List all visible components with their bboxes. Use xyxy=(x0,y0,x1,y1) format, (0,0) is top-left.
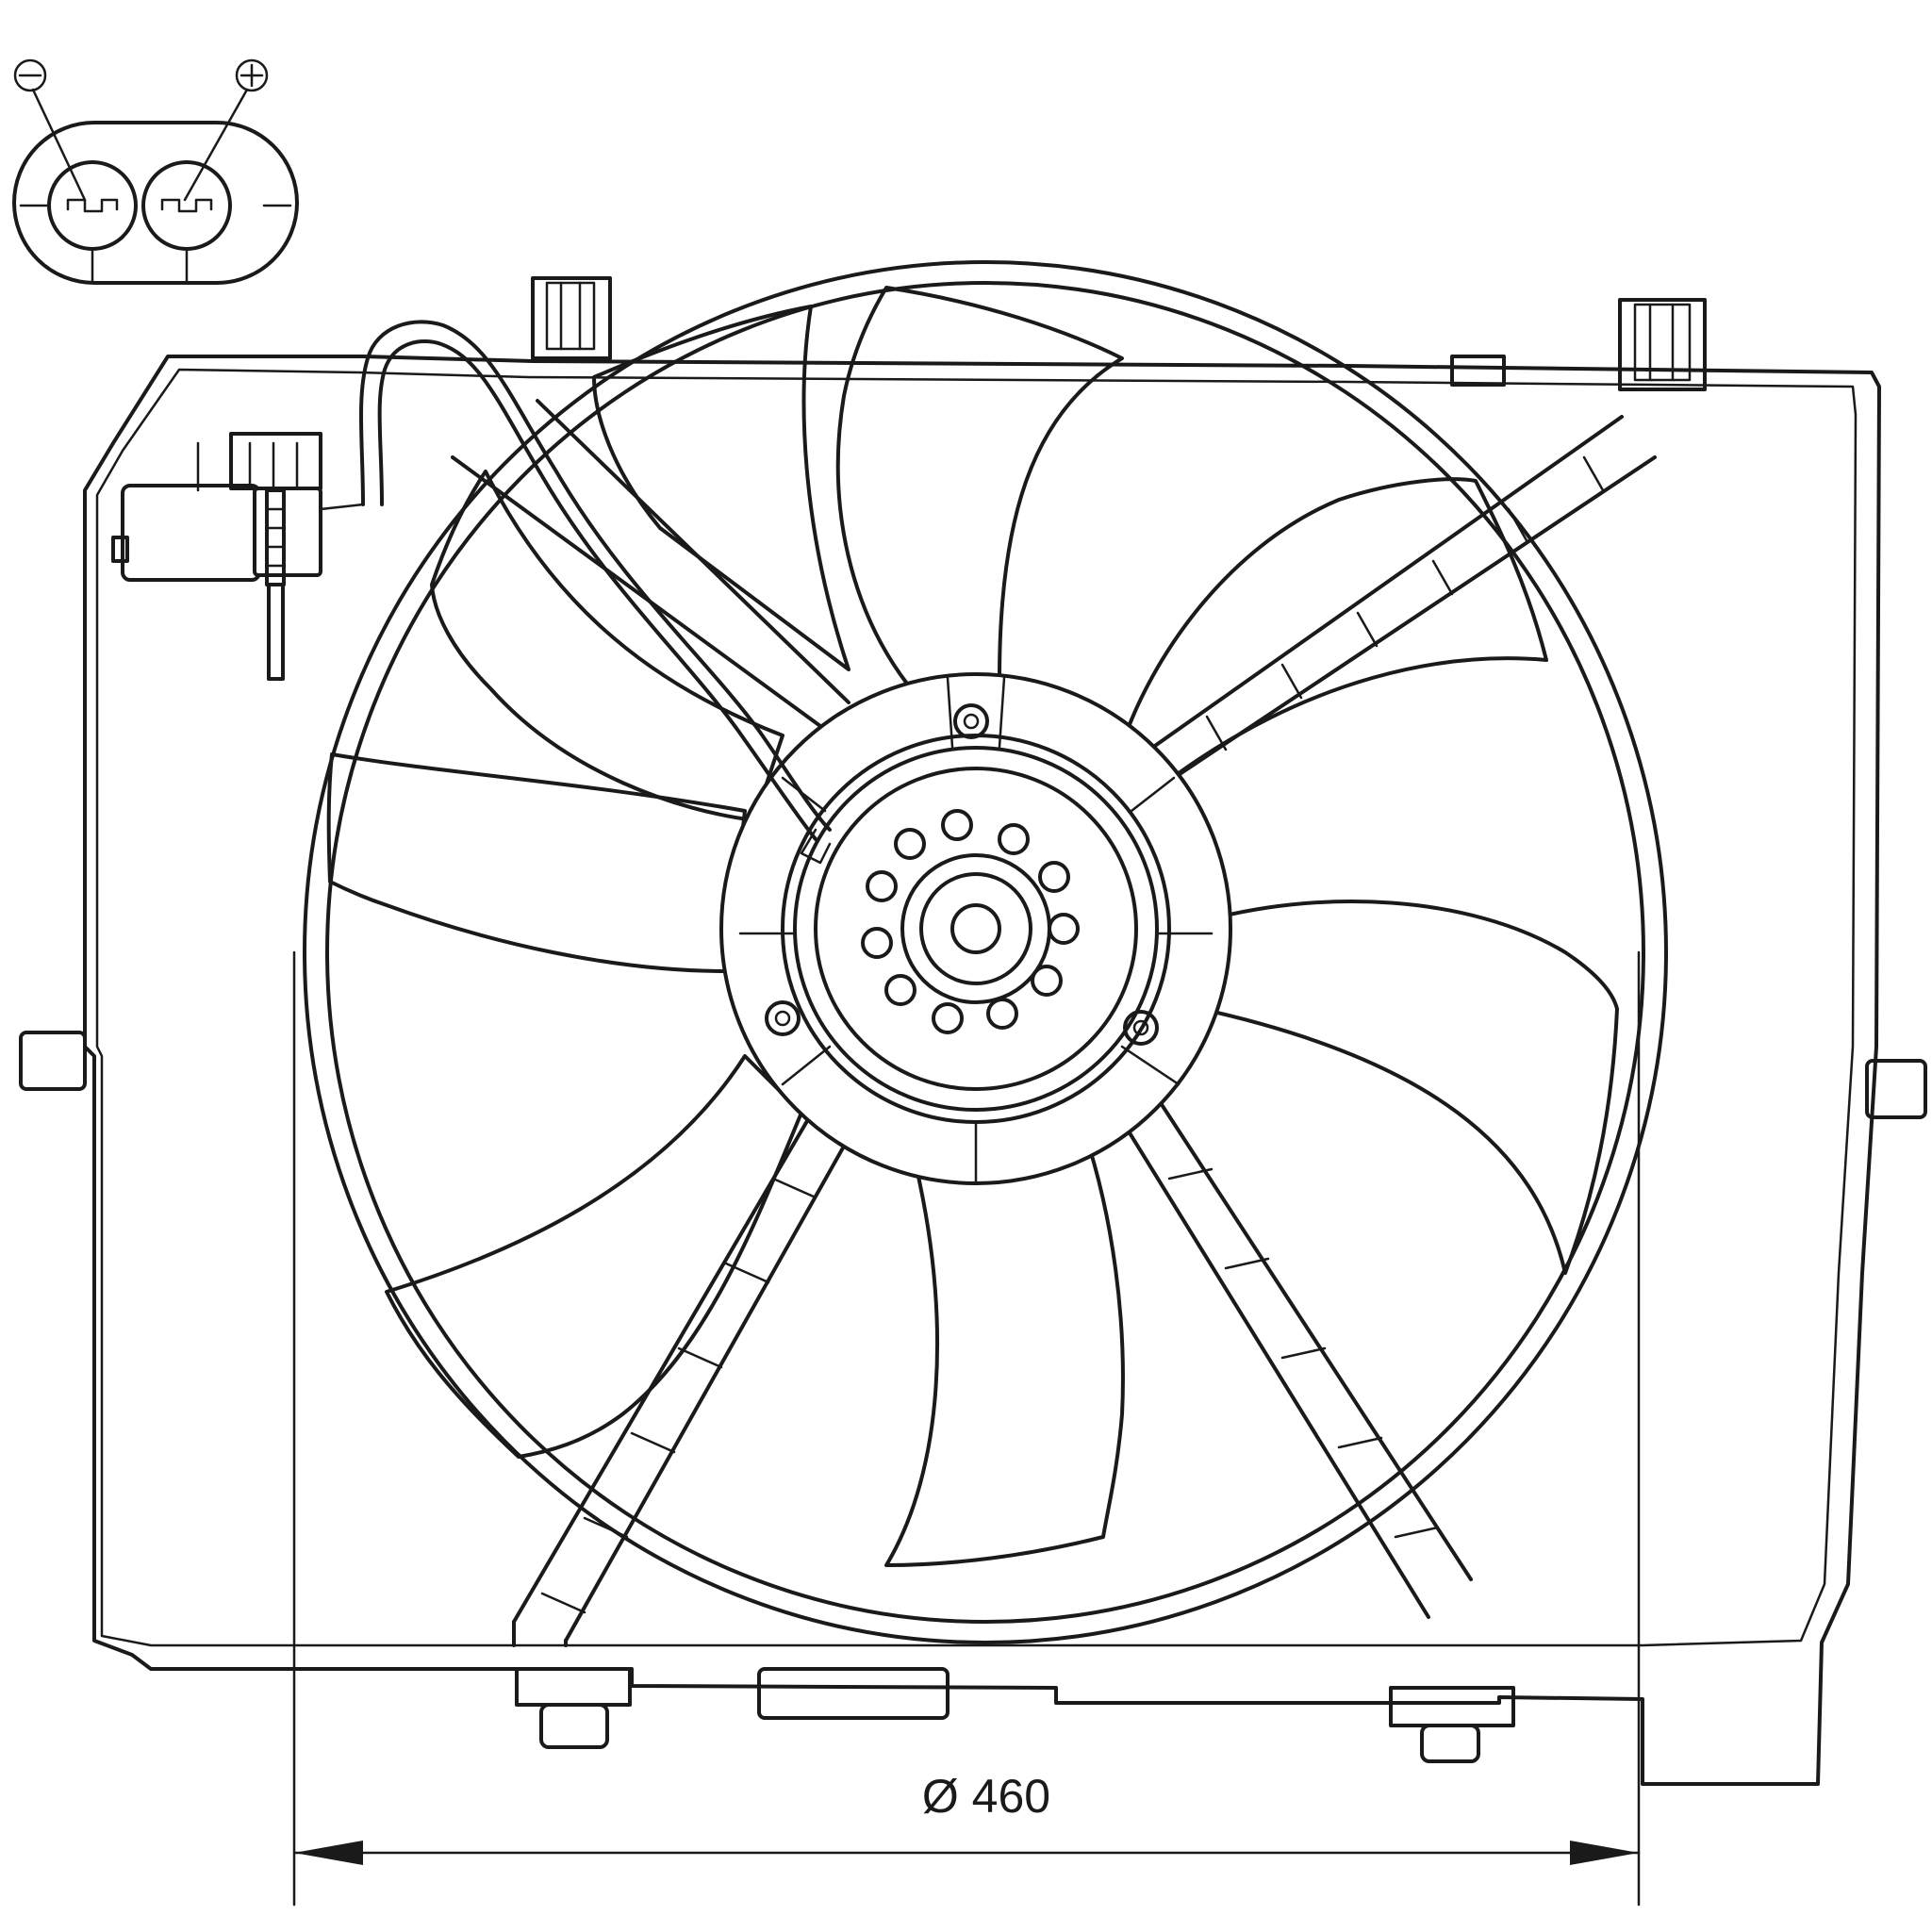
bottom-tab xyxy=(1389,1686,1515,1763)
hub-flange xyxy=(719,672,1232,1185)
wiring-harness xyxy=(111,320,832,865)
positive-leader-line xyxy=(183,88,249,202)
fan-blade xyxy=(385,1054,803,1459)
top-clip xyxy=(531,276,612,360)
fan-ring xyxy=(303,260,1668,1644)
pin-left xyxy=(47,160,138,251)
bottom-tab xyxy=(515,1667,632,1749)
fan-hub xyxy=(719,672,1232,1185)
arrow-left-icon xyxy=(294,1841,363,1865)
connector-pinout-diagram xyxy=(12,58,299,285)
diameter-dimension: Ø 460 xyxy=(292,950,1641,1907)
top-clip xyxy=(1450,355,1506,387)
support-struts xyxy=(451,399,1657,1647)
bolt-circle xyxy=(861,809,1080,1034)
side-mount-left xyxy=(19,1031,87,1091)
motor-shaft xyxy=(950,903,1001,954)
negative-leader-line xyxy=(31,88,87,202)
positive-terminal-icon xyxy=(235,58,269,92)
fan-blade xyxy=(1177,900,1619,1275)
screw-icon xyxy=(1123,1010,1159,1046)
harness-plug xyxy=(111,432,365,582)
strut-upper-left xyxy=(451,399,850,728)
diameter-label: Ø 460 xyxy=(922,1770,1050,1823)
connector-housing xyxy=(12,121,299,285)
fan-blade xyxy=(884,1130,1125,1567)
strut-lower-right xyxy=(1092,1064,1473,1619)
shroud-inner-edge xyxy=(95,368,1858,1647)
negative-terminal-icon xyxy=(13,58,47,92)
side-mount-right xyxy=(1865,1059,1927,1119)
top-clip xyxy=(1618,298,1707,391)
hub-center-ring xyxy=(900,853,1051,1004)
fan-blade xyxy=(835,286,1124,685)
bottom-tab xyxy=(757,1667,949,1720)
hub-mount-screws xyxy=(765,703,1159,1046)
fan-blade xyxy=(430,470,784,822)
hub-ribs xyxy=(738,676,1214,1185)
strut-upper-right xyxy=(1134,415,1657,789)
fan-shroud xyxy=(19,276,1927,1786)
strut-lower-left xyxy=(512,1097,865,1647)
cable-tie xyxy=(265,488,286,681)
pin-right xyxy=(141,160,232,251)
screw-icon xyxy=(953,703,989,739)
fan-blade xyxy=(326,752,747,973)
screw-icon xyxy=(765,1000,801,1036)
fan-blade xyxy=(1120,477,1548,775)
motor-cable xyxy=(358,320,832,832)
fan-blade xyxy=(592,305,850,671)
shroud-outline xyxy=(83,355,1881,1786)
arrow-right-icon xyxy=(1570,1841,1639,1865)
fan-blades xyxy=(326,286,1619,1567)
